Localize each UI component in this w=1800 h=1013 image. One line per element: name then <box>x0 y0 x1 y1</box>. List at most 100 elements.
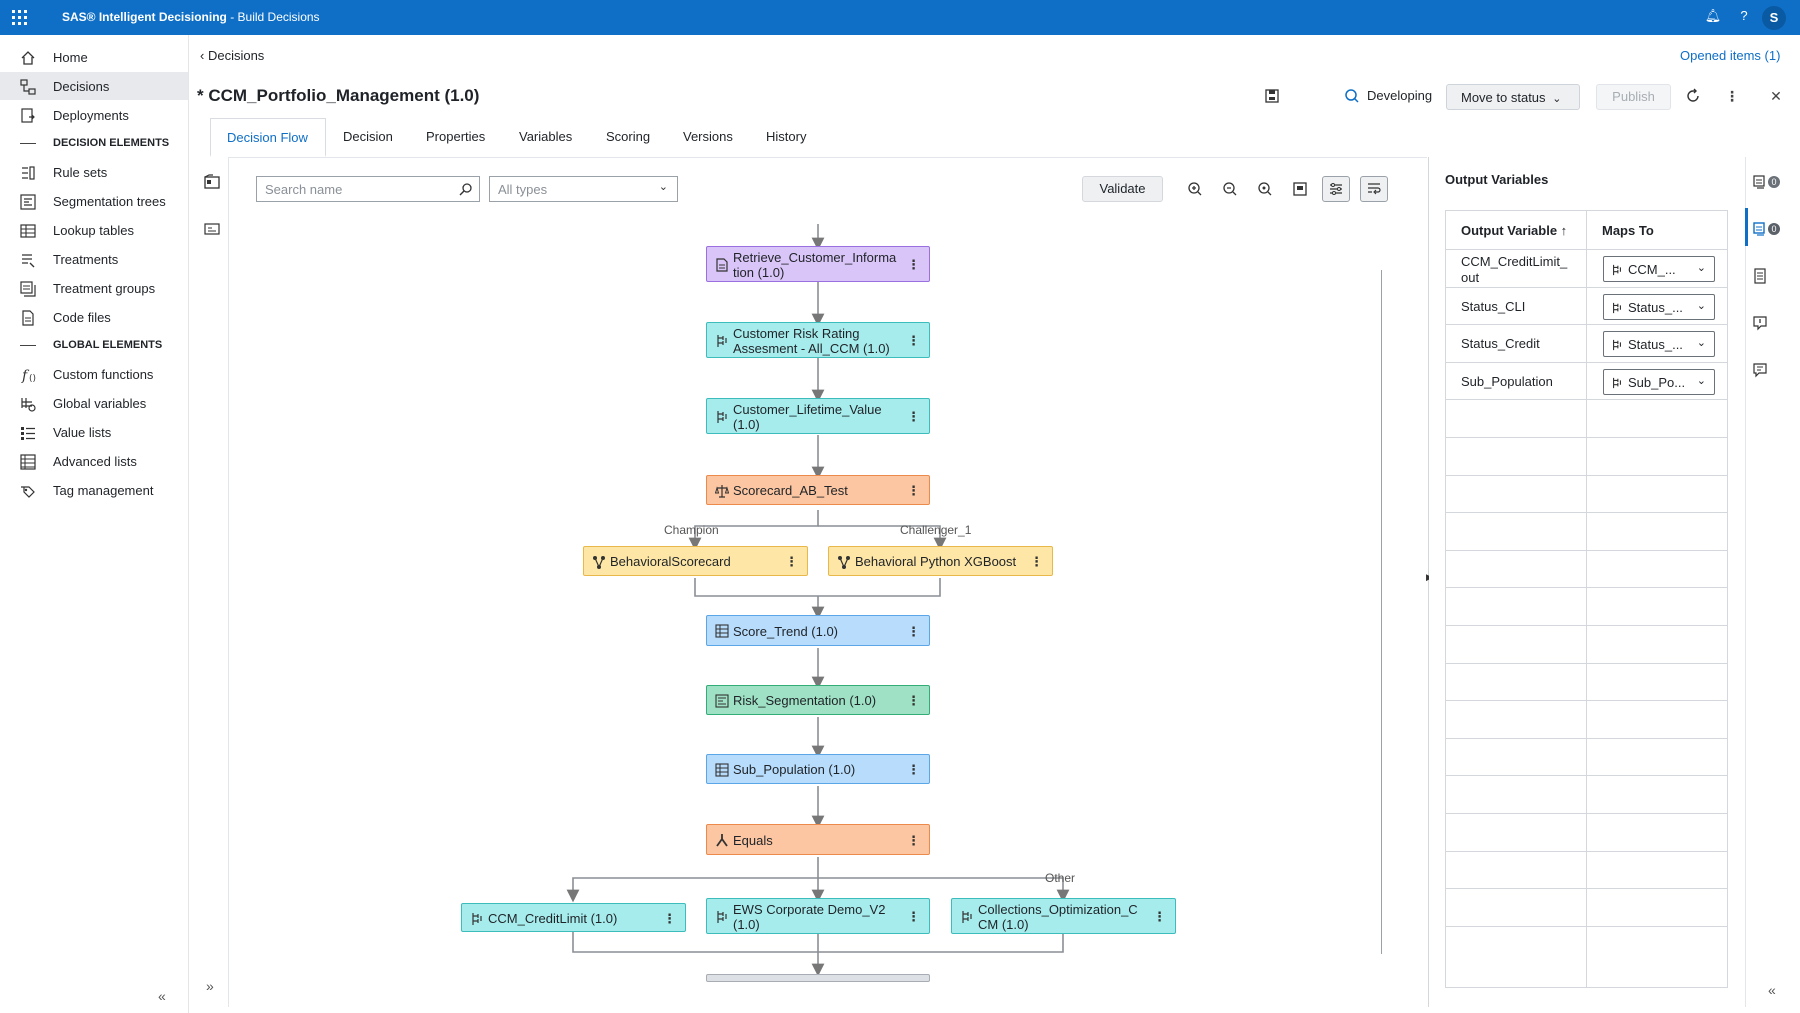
maps-to-select[interactable]: CCM_...⌄ <box>1603 256 1715 282</box>
type-filter-select[interactable]: All types ⌄ <box>489 176 678 202</box>
collapse-sidebar-icon[interactable]: « <box>158 988 166 1004</box>
sidebar-item-value-lists[interactable]: Value lists <box>0 418 188 446</box>
publish-button[interactable]: Publish <box>1596 84 1671 110</box>
flow-node-retrieve-customer-information[interactable]: Retrieve_Customer_Informa tion (1.0) ⋮ <box>706 246 930 282</box>
comments-icon[interactable] <box>1752 362 1768 378</box>
rail-active-indicator <box>1745 208 1748 246</box>
breadcrumb[interactable]: ‹ Decisions <box>200 48 264 63</box>
flow-node-ccm-creditlimit[interactable]: CCM_CreditLimit (1.0) ⋮ <box>461 903 686 932</box>
tab-properties[interactable]: Properties <box>426 129 486 144</box>
validate-button[interactable]: Validate <box>1082 176 1163 202</box>
sidebar-item-rule-sets[interactable]: Rule sets <box>0 158 188 186</box>
maps-to-select[interactable]: Sub_Po...⌄ <box>1603 368 1715 395</box>
more-options-icon[interactable]: ⋮ <box>1725 88 1739 104</box>
flow-node-customer-lifetime-value[interactable]: Customer_Lifetime_Value (1.0) ⋮ <box>706 398 930 434</box>
sidebar-item-treatment-groups[interactable]: Treatment groups <box>0 274 188 302</box>
notification-bell-icon[interactable]: 🔔︎ <box>1704 8 1722 23</box>
sidebar-item-treatments[interactable]: Treatments <box>0 245 188 273</box>
maps-to-value: CCM_... <box>1628 262 1676 277</box>
column-header-output-variable[interactable]: Output Variable ↑ <box>1461 223 1568 238</box>
overview-map-icon[interactable] <box>204 221 220 237</box>
search-input[interactable]: Search name <box>256 176 480 202</box>
node-menu-icon[interactable]: ⋮ <box>907 333 920 348</box>
zoom-out-icon[interactable] <box>1219 178 1241 200</box>
info-callout-icon[interactable] <box>1752 315 1768 331</box>
tab-variables[interactable]: Variables <box>519 129 573 144</box>
node-menu-icon[interactable]: ⋮ <box>1030 554 1043 569</box>
node-menu-icon[interactable]: ⋮ <box>1153 909 1166 924</box>
empty-table-row <box>1446 625 1727 662</box>
flow-node-collections-optimization[interactable]: Collections_Optimization_C CM (1.0) ⋮ <box>951 898 1176 934</box>
flow-node-score-trend[interactable]: Score_Trend (1.0) ⋮ <box>706 615 930 646</box>
node-menu-icon[interactable]: ⋮ <box>907 409 920 424</box>
flow-node-equals[interactable]: Equals ⋮ <box>706 824 930 855</box>
sidebar-item-lookup-tables[interactable]: Lookup tables <box>0 216 188 244</box>
flow-node-next-partial[interactable] <box>706 974 930 982</box>
properties-sheet-icon[interactable] <box>1752 268 1768 284</box>
node-menu-icon[interactable]: ⋮ <box>907 909 920 924</box>
flow-node-risk-segmentation[interactable]: Risk_Segmentation (1.0) ⋮ <box>706 685 930 715</box>
decision-flow-canvas[interactable] <box>229 157 1427 1007</box>
flow-node-ews-corporate-demo[interactable]: EWS Corporate Demo_V2 (1.0) ⋮ <box>706 898 930 934</box>
node-menu-icon[interactable]: ⋮ <box>907 483 920 498</box>
tab-scoring[interactable]: Scoring <box>606 129 651 144</box>
zoom-fit-icon[interactable] <box>1254 178 1276 200</box>
breadcrumb-link[interactable]: Decisions <box>207 48 265 63</box>
sidebar-item-global-variables[interactable]: Global variables <box>0 389 188 417</box>
node-menu-icon[interactable]: ⋮ <box>907 762 920 777</box>
sidebar-item-decisions[interactable]: Decisions <box>0 72 188 100</box>
move-to-status-button[interactable]: Move to status ⌄ <box>1446 84 1580 110</box>
section-heading-label: GLOBAL ELEMENTS <box>53 339 163 351</box>
empty-table-row <box>1446 549 1727 587</box>
flow-node-customer-risk-rating[interactable]: Customer Risk Rating Assesment - All_CCM… <box>706 322 930 358</box>
node-menu-icon[interactable]: ⋮ <box>907 624 920 639</box>
opened-items-link[interactable]: Opened items (1) <box>1680 48 1781 63</box>
sidebar-item-home[interactable]: Home <box>0 43 188 71</box>
close-icon[interactable]: ✕ <box>1770 88 1782 104</box>
sidebar-item-code-files[interactable]: Code files <box>0 303 188 331</box>
sidebar-item-advanced-lists[interactable]: Advanced lists <box>0 447 188 475</box>
maps-to-select[interactable]: Status_...⌄ <box>1603 293 1715 320</box>
refresh-icon[interactable] <box>1685 88 1701 104</box>
layout-toggle-button[interactable] <box>1322 176 1350 202</box>
canvas-scrollbar[interactable] <box>1381 270 1382 954</box>
flow-node-sub-population[interactable]: Sub_Population (1.0) ⋮ <box>706 754 930 784</box>
collapse-rail-icon[interactable]: « <box>1768 982 1776 998</box>
column-header-maps-to[interactable]: Maps To <box>1602 223 1654 238</box>
node-menu-icon[interactable]: ⋮ <box>907 833 920 848</box>
flow-node-scorecard-ab-test[interactable]: Scorecard_AB_Test ⋮ <box>706 475 930 505</box>
sidebar-item-segmentation-trees[interactable]: Segmentation trees <box>0 187 188 215</box>
sidebar-item-custom-functions[interactable]: f() Custom functions <box>0 360 188 388</box>
tab-history[interactable]: History <box>766 129 807 144</box>
help-icon[interactable]: ? <box>1740 8 1748 23</box>
flow-node-behavioral-python-xgboost[interactable]: Behavioral Python XGBoost ⋮ <box>828 546 1053 576</box>
node-menu-icon[interactable]: ⋮ <box>785 554 798 569</box>
node-menu-icon[interactable]: ⋮ <box>907 257 920 272</box>
object-browser-icon[interactable] <box>204 174 220 190</box>
object-browser-strip <box>197 157 229 1007</box>
maps-to-select[interactable]: Status_...⌄ <box>1603 331 1715 358</box>
zoom-in-icon[interactable] <box>1184 178 1206 200</box>
model-icon <box>717 911 727 923</box>
node-menu-icon[interactable]: ⋮ <box>907 693 920 708</box>
app-launcher-icon[interactable] <box>12 10 27 25</box>
user-avatar[interactable]: S <box>1762 6 1786 30</box>
output-variables-icon[interactable] <box>1752 221 1768 237</box>
input-variables-icon[interactable] <box>1752 174 1768 190</box>
fit-to-screen-icon[interactable] <box>1289 178 1311 200</box>
expand-panel-icon[interactable]: » <box>206 978 214 994</box>
tab-decision[interactable]: Decision <box>343 129 393 144</box>
flow-node-behavioral-scorecard[interactable]: BehavioralScorecard ⋮ <box>583 546 808 576</box>
node-menu-icon[interactable]: ⋮ <box>663 911 676 926</box>
empty-table-row <box>1446 700 1727 737</box>
sidebar-item-label: Value lists <box>53 425 112 440</box>
panel-splitter[interactable] <box>1428 157 1429 1007</box>
sidebar-item-deployments[interactable]: Deployments <box>0 101 188 129</box>
tab-decision-flow[interactable]: Decision Flow <box>210 118 326 157</box>
tab-versions[interactable]: Versions <box>683 129 733 144</box>
save-icon[interactable] <box>1264 88 1280 104</box>
wrap-labels-button[interactable] <box>1360 176 1388 202</box>
chevron-down-icon: ⌄ <box>1696 374 1706 387</box>
flow-node-label: Scorecard_AB_Test <box>733 483 848 498</box>
sidebar-item-tag-management[interactable]: Tag management <box>0 476 188 504</box>
